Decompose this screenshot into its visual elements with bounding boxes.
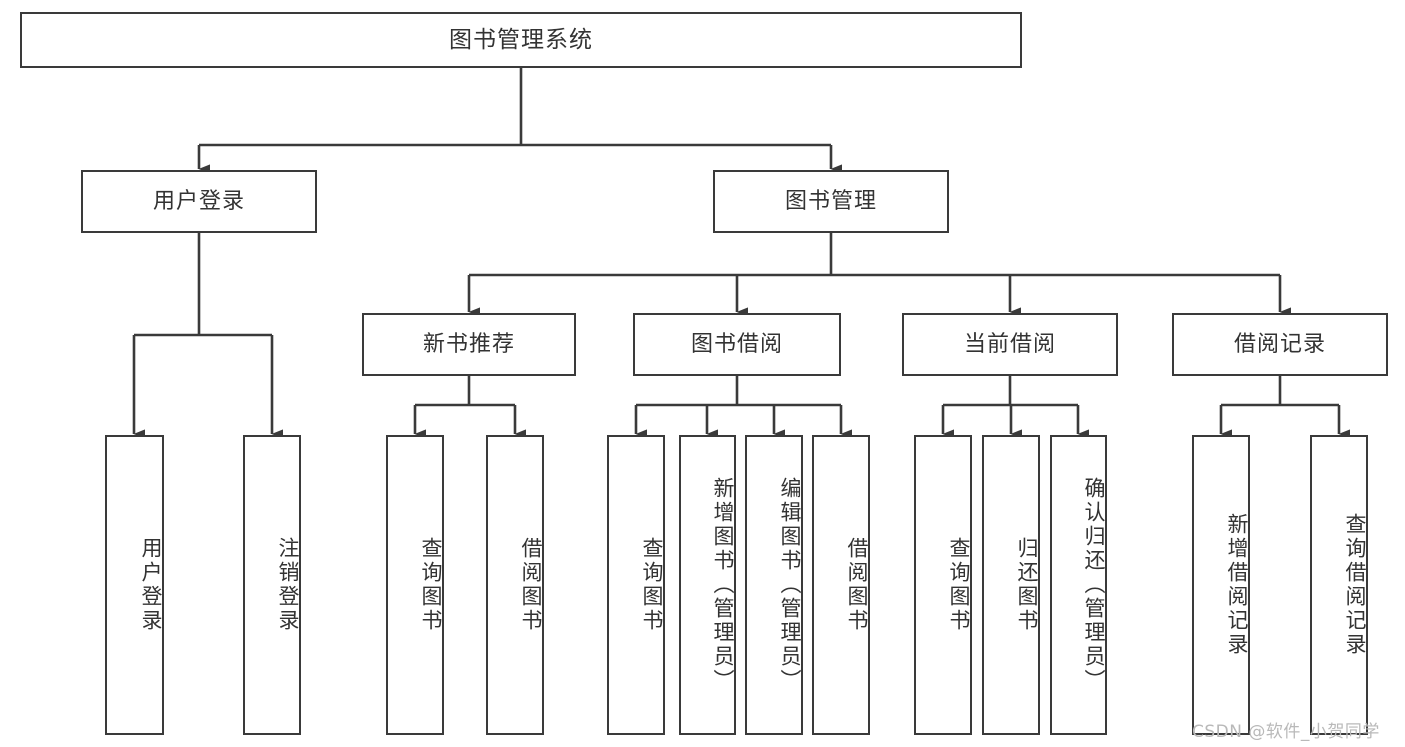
leaf-node-1[interactable]: 注销登录 [243,435,301,735]
level3-node-3[interactable]: 借阅记录 [1172,313,1388,376]
level3-node-2[interactable]: 当前借阅 [902,313,1118,376]
level3-node-1[interactable]: 图书借阅 [633,313,841,376]
leaf-node-label-7: 借阅图书 [845,537,869,633]
leaf-node-6[interactable]: 编辑图书（管理员） [745,435,803,735]
root-node-label-0: 图书管理系统 [449,26,593,53]
level3-node-0[interactable]: 新书推荐 [362,313,576,376]
level3-node-label-3: 借阅记录 [1233,331,1326,357]
leaf-node-label-3: 借阅图书 [519,537,543,633]
leaf-node-10[interactable]: 确认归还（管理员） [1050,435,1107,735]
leaf-node-label-11: 新增借阅记录 [1225,513,1249,657]
leaf-node-label-8: 查询图书 [947,537,971,633]
level2-node-1[interactable]: 图书管理 [713,170,949,233]
leaf-node-4[interactable]: 查询图书 [607,435,665,735]
leaf-node-3[interactable]: 借阅图书 [486,435,544,735]
leaf-node-label-9: 归还图书 [1015,537,1039,633]
leaf-node-label-1: 注销登录 [276,537,300,633]
leaf-node-8[interactable]: 查询图书 [914,435,972,735]
root-node-0[interactable]: 图书管理系统 [20,12,1022,68]
leaf-node-11[interactable]: 新增借阅记录 [1192,435,1250,735]
level3-node-label-1: 图书借阅 [690,331,783,357]
csdn-watermark: CSDN @软件_小贺同学 [1192,722,1380,742]
leaf-node-label-12: 查询借阅记录 [1343,513,1367,657]
level2-node-label-1: 图书管理 [784,188,877,214]
leaf-node-12[interactable]: 查询借阅记录 [1310,435,1368,735]
leaf-node-label-5: 新增图书（管理员） [711,477,735,693]
leaf-node-9[interactable]: 归还图书 [982,435,1040,735]
level3-node-label-2: 当前借阅 [963,331,1056,357]
level2-node-0[interactable]: 用户登录 [81,170,317,233]
leaf-node-label-0: 用户登录 [139,537,163,633]
leaf-node-label-10: 确认归还（管理员） [1082,477,1106,693]
leaf-node-5[interactable]: 新增图书（管理员） [679,435,736,735]
leaf-node-0[interactable]: 用户登录 [105,435,164,735]
level2-node-label-0: 用户登录 [152,188,245,214]
leaf-node-2[interactable]: 查询图书 [386,435,444,735]
leaf-node-label-2: 查询图书 [419,537,443,633]
leaf-node-7[interactable]: 借阅图书 [812,435,870,735]
leaf-node-label-6: 编辑图书（管理员） [778,477,802,693]
leaf-node-label-4: 查询图书 [640,537,664,633]
level3-node-label-0: 新书推荐 [422,331,515,357]
